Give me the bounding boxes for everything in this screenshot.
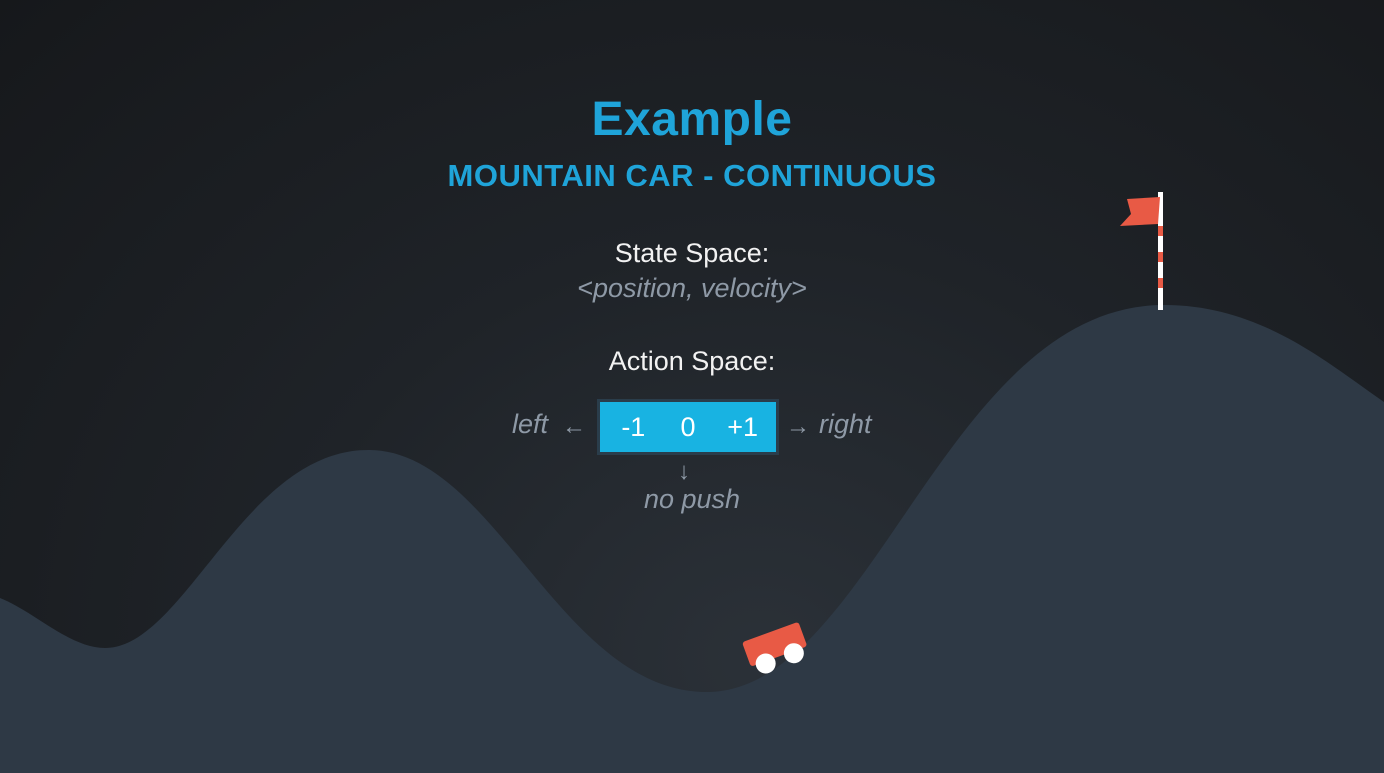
action-space-box: -1 0 +1 <box>597 399 779 455</box>
action-space-heading: Action Space: <box>608 346 776 376</box>
arrow-down-icon: ↓ <box>678 458 690 485</box>
action-right-label: right <box>819 409 872 439</box>
action-value-negative: -1 <box>621 411 646 442</box>
state-space-value: <position, velocity> <box>577 273 807 303</box>
action-left-label: left <box>512 409 549 439</box>
slide-subtitle: MOUNTAIN CAR - CONTINUOUS <box>447 158 937 193</box>
arrow-right-icon: → <box>786 413 810 440</box>
action-no-push-label: no push <box>643 484 741 514</box>
car-icon <box>742 622 807 674</box>
arrow-left-icon: ← <box>562 413 586 440</box>
flag-icon <box>1120 192 1163 310</box>
action-value-positive: +1 <box>727 411 759 442</box>
slide-title: Example <box>591 93 793 146</box>
action-value-zero: 0 <box>680 411 696 442</box>
mountain-landscape <box>0 304 1384 773</box>
state-space-heading: State Space: <box>614 238 770 268</box>
